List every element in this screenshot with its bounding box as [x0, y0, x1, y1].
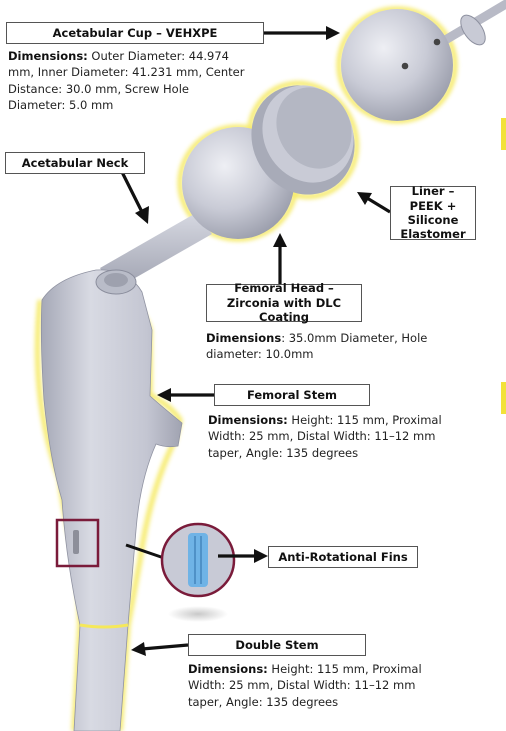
acetabular-cup-dimensions: Dimensions: Outer Diameter: 44.974 mm, I…	[8, 49, 245, 112]
femoral-stem-body	[40, 269, 183, 731]
femoral-stem-dimensions: Dimensions: Height: 115 mm, Proximal Wid…	[208, 413, 442, 460]
fin-blue-icon	[188, 533, 208, 587]
magnifier-shadow	[168, 606, 228, 622]
acetabular-neck-label: Acetabular Neck	[5, 152, 145, 174]
fin-small-icon	[73, 530, 79, 554]
arrows	[120, 26, 391, 656]
acetabular-cup-sphere	[341, 9, 453, 121]
femoral-stem-label: Femoral Stem	[214, 384, 370, 406]
femoral-head-dimensions: Dimensions: 35.0mm Diameter, Hole diamet…	[206, 331, 428, 362]
screw-hole-icon	[401, 62, 409, 70]
stem-collar-inner	[104, 273, 128, 287]
edge-highlight	[501, 382, 506, 414]
double-stem-dimensions: Dimensions: Height: 115 mm, Proximal Wid…	[188, 662, 422, 709]
liner-disc	[251, 85, 355, 195]
liner-label: Liner – PEEK + Silicone Elastomer	[390, 184, 476, 241]
magnifier-connector	[125, 543, 165, 560]
fin-highlight-box	[55, 518, 100, 568]
femoral-head-label: Femoral Head – Zirconia with DLC Coating	[206, 281, 362, 324]
screw-hole-icon	[433, 38, 441, 46]
neck-shaft	[100, 213, 212, 290]
double-stem-label: Double Stem	[188, 634, 366, 656]
double-stem-division	[79, 623, 129, 629]
acetabular-cup-label: Acetabular Cup – VEHXPE	[6, 22, 264, 44]
anti-rotational-fins-label: Anti-Rotational Fins	[268, 546, 418, 568]
rod-cap	[460, 14, 486, 46]
edge-highlight	[501, 118, 506, 150]
